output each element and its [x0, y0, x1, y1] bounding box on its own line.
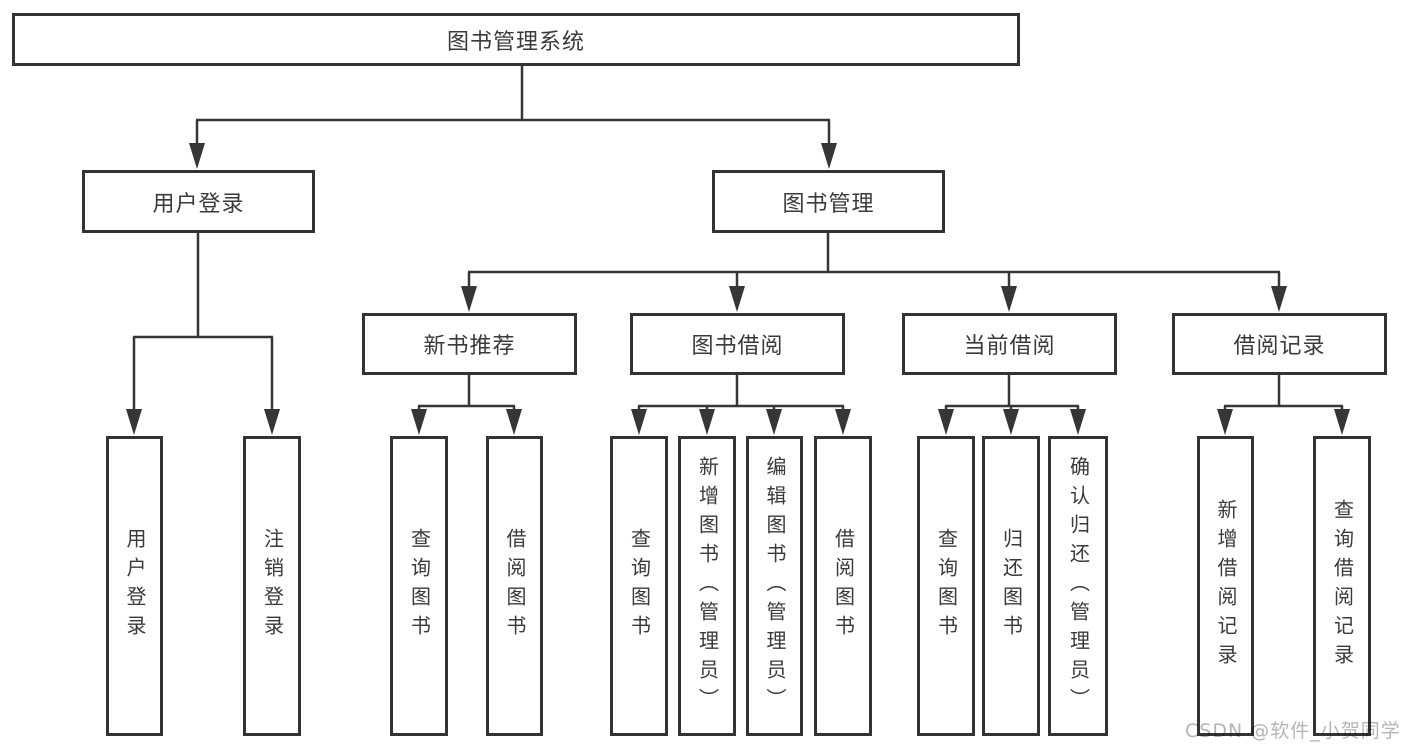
leaf-edit-books-admin: 编辑图书（管理员） [746, 436, 803, 736]
leaf-add-books-admin: 新增图书（管理员） [678, 436, 736, 736]
leaf-query-books-recommend: 查询图书 [390, 436, 448, 736]
leaf-query-borrow-record: 查询借阅记录 [1313, 436, 1371, 736]
node-book-management: 图书管理 [712, 170, 945, 233]
leaf-query-books-current: 查询图书 [917, 436, 975, 736]
leaf-query-books-borrow: 查询图书 [610, 436, 668, 736]
arrowhead-icons [126, 143, 1350, 435]
node-book-borrow: 图书借阅 [630, 313, 845, 375]
leaf-label: 查询借阅记录 [1330, 499, 1355, 673]
leaf-confirm-return-admin: 确认归还（管理员） [1048, 436, 1108, 736]
leaf-add-borrow-record: 新增借阅记录 [1197, 436, 1254, 736]
node-current-borrow: 当前借阅 [902, 313, 1117, 375]
leaf-label: 借阅图书 [503, 528, 527, 644]
leaf-borrow-books: 借阅图书 [814, 436, 872, 736]
leaf-label: 注销登录 [260, 528, 285, 644]
node-root-system: 图书管理系统 [12, 13, 1020, 66]
leaf-label: 归还图书 [999, 528, 1024, 644]
leaf-logout: 注销登录 [243, 436, 301, 736]
leaf-label: 用户登录 [123, 528, 147, 644]
csdn-watermark: CSDN @软件_小贺同学 [1185, 720, 1401, 742]
leaf-label: 查询图书 [407, 528, 432, 644]
leaf-label: 查询图书 [627, 528, 652, 644]
leaf-label: 查询图书 [934, 528, 959, 644]
node-user-login: 用户登录 [82, 170, 315, 233]
node-new-book-recommend: 新书推荐 [362, 313, 577, 375]
leaf-borrow-books-recommend: 借阅图书 [486, 436, 543, 736]
leaf-label: 新增图书（管理员） [695, 455, 720, 717]
leaf-label: 借阅图书 [831, 528, 856, 644]
leaf-label: 编辑图书（管理员） [763, 455, 787, 717]
leaf-return-books: 归还图书 [982, 436, 1040, 736]
leaf-label: 新增借阅记录 [1214, 499, 1238, 673]
leaf-label: 确认归还（管理员） [1066, 455, 1091, 717]
leaf-user-login: 用户登录 [106, 436, 163, 736]
node-borrow-records: 借阅记录 [1172, 313, 1387, 375]
